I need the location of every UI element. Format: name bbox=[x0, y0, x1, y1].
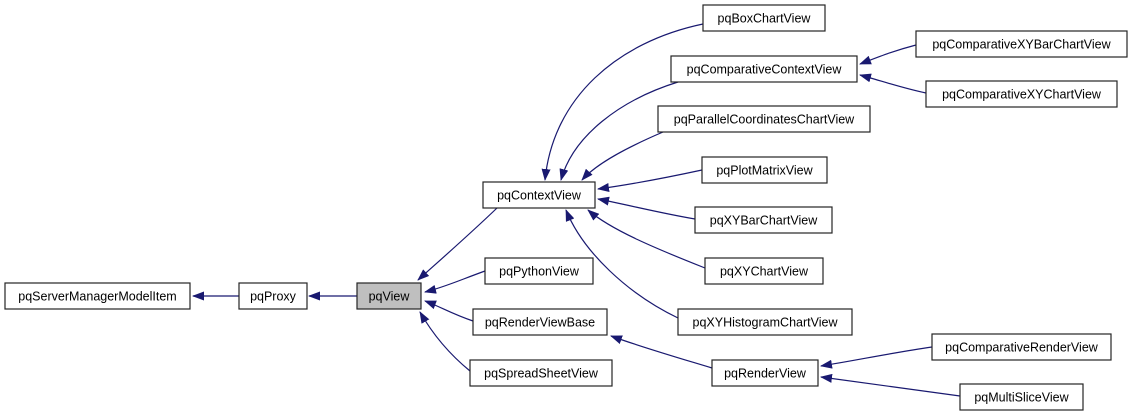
node-pqxychartview[interactable]: pqXYChartView bbox=[704, 257, 824, 285]
node-pqmultisliceview[interactable]: pqMultiSliceView bbox=[959, 383, 1084, 411]
class-node-box bbox=[915, 30, 1128, 58]
edge-pqspreadsheetview-to-pqview bbox=[419, 311, 471, 372]
node-pqcomparativerenderview[interactable]: pqComparativeRenderView bbox=[931, 333, 1112, 361]
class-node-box bbox=[677, 308, 853, 336]
class-node-box bbox=[931, 333, 1112, 361]
class-node-box bbox=[657, 105, 871, 133]
class-node-box bbox=[704, 257, 824, 285]
class-node-box bbox=[670, 55, 858, 83]
edge-pqxychartview-to-pqcontextview bbox=[587, 209, 706, 269]
node-pqrenderview[interactable]: pqRenderView bbox=[711, 359, 819, 387]
node-pqspreadsheetview[interactable]: pqSpreadSheetView bbox=[469, 359, 613, 387]
edge-pqpythonview-to-pqview bbox=[424, 270, 486, 294]
class-node-label: pqXYHistogramChartView bbox=[693, 316, 839, 330]
class-node-label: pqProxy bbox=[250, 290, 297, 304]
node-pqplotmatrixview[interactable]: pqPlotMatrixView bbox=[701, 156, 828, 184]
class-node-box bbox=[702, 4, 826, 32]
edge-pqcomparativecontextview-to-pqcontextview bbox=[559, 81, 679, 181]
class-node-label: pqComparativeXYChartView bbox=[942, 88, 1102, 102]
edge-pqxybarchartview-to-pqcontextview bbox=[597, 196, 696, 220]
node-pqservermanagermodelitem[interactable]: pqServerManagerModelItem bbox=[4, 282, 191, 310]
class-node-box bbox=[469, 359, 613, 387]
node-pqproxy[interactable]: pqProxy bbox=[238, 282, 308, 310]
node-pqpythonview[interactable]: pqPythonView bbox=[484, 257, 594, 285]
node-pqcontextview[interactable]: pqContextView bbox=[482, 181, 596, 209]
class-node-box bbox=[711, 359, 819, 387]
class-node-label: pqPlotMatrixView bbox=[716, 164, 813, 178]
class-node-label: pqComparativeContextView bbox=[687, 63, 843, 77]
edge-pqplotmatrixview-to-pqcontextview bbox=[597, 169, 703, 192]
edge-pqboxchartview-to-pqcontextview bbox=[541, 23, 704, 181]
class-node-box bbox=[482, 181, 596, 209]
edge-pqcomparativexychartview-to-pqcomparativecontextview bbox=[859, 73, 927, 94]
class-node-label: pqComparativeRenderView bbox=[945, 341, 1099, 355]
node-pqcomparativexychartview[interactable]: pqComparativeXYChartView bbox=[925, 80, 1118, 108]
class-node-label: pqMultiSliceView bbox=[974, 391, 1069, 405]
edge-pqmultisliceview-to-pqrenderview bbox=[820, 373, 961, 397]
class-node-label: pqComparativeXYBarChartView bbox=[932, 38, 1111, 52]
class-node-box bbox=[694, 206, 833, 234]
node-pqparallelcoordinateschartview[interactable]: pqParallelCoordinatesChartView bbox=[657, 105, 871, 133]
node-pqview-current[interactable]: pqView bbox=[356, 282, 422, 310]
node-pqxybarchartview[interactable]: pqXYBarChartView bbox=[694, 206, 833, 234]
edge-pqrenderview-to-pqrenderviewbase bbox=[610, 335, 713, 369]
edge-pqparallelcoordinateschartview-to-pqcontextview bbox=[581, 131, 664, 181]
class-node-box bbox=[959, 383, 1084, 411]
node-pqxyhistogramchartview[interactable]: pqXYHistogramChartView bbox=[677, 308, 853, 336]
class-node-box bbox=[472, 308, 608, 336]
class-node-box bbox=[701, 156, 828, 184]
class-node-label: pqSpreadSheetView bbox=[484, 367, 599, 381]
class-node-label: pqXYBarChartView bbox=[710, 214, 818, 228]
class-node-label: pqPythonView bbox=[499, 265, 580, 279]
edge-pqcomparativexybarchartview-to-pqcomparativecontextview bbox=[859, 44, 917, 65]
node-pqboxchartview[interactable]: pqBoxChartView bbox=[702, 4, 826, 32]
node-pqrenderviewbase[interactable]: pqRenderViewBase bbox=[472, 308, 608, 336]
class-node-label: pqContextView bbox=[497, 189, 582, 203]
class-node-label: pqServerManagerModelItem bbox=[18, 290, 176, 304]
class-node-label: pqBoxChartView bbox=[718, 12, 812, 26]
class-node-label: pqRenderViewBase bbox=[485, 316, 595, 330]
class-node-box bbox=[4, 282, 191, 310]
edge-pqcomparativerenderview-to-pqrenderview bbox=[820, 346, 933, 369]
class-node-label: pqXYChartView bbox=[720, 265, 809, 279]
class-node-box-highlighted bbox=[356, 282, 422, 310]
class-node-box bbox=[925, 80, 1118, 108]
node-pqcomparativexybarchartview[interactable]: pqComparativeXYBarChartView bbox=[915, 30, 1128, 58]
edge-pqxyhistogramchartview-to-pqcontextview bbox=[565, 209, 679, 319]
edge-pqrenderviewbase-to-pqview bbox=[424, 300, 474, 322]
class-node-box bbox=[484, 257, 594, 285]
class-node-label: pqView bbox=[369, 290, 411, 304]
edge-pqcontextview-to-pqview bbox=[417, 207, 498, 281]
class-node-label: pqParallelCoordinatesChartView bbox=[674, 113, 855, 127]
node-pqcomparativecontextview[interactable]: pqComparativeContextView bbox=[670, 55, 858, 83]
class-node-label: pqRenderView bbox=[724, 367, 807, 381]
class-node-box bbox=[238, 282, 308, 310]
